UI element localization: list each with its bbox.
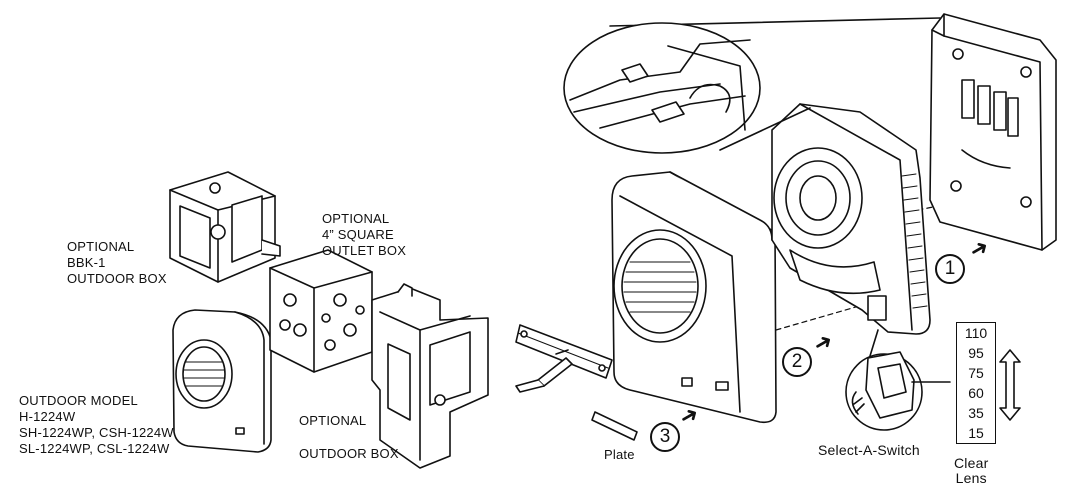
outdoor-box-label: OUTDOOR BOX [299, 446, 399, 461]
candela-value: 95 [968, 345, 984, 361]
candela-value: 60 [968, 385, 984, 401]
step-1-marker: 1 [935, 254, 965, 284]
square-box-label: OPTIONAL 4” SQUARE OUTLET BOX [322, 211, 406, 259]
optional-label: OPTIONAL [299, 413, 367, 428]
mounting-plate-drawing [929, 13, 1057, 251]
switch-direction-arrow [999, 349, 1021, 421]
clear-lens-label: Clear Lens [954, 456, 988, 486]
bbk-label-line: OUTDOOR BOX [67, 271, 167, 286]
outdoor-model-drawing [172, 309, 272, 453]
screwdriver-inset-drawing [515, 324, 613, 393]
outdoor-model-label-line: OUTDOOR MODEL [19, 393, 138, 408]
select-a-switch-label: Select-A-Switch [818, 442, 920, 458]
bbk-label-line: BBK-1 [67, 255, 106, 270]
clear-lens-label-line: Lens [955, 470, 987, 486]
plate-piece-drawing [591, 411, 638, 441]
bbk-label-line: OPTIONAL [67, 239, 135, 254]
candela-value: 110 [964, 325, 988, 341]
step-3-marker: 3 [650, 422, 680, 452]
clear-lens-label-line: Clear [954, 455, 989, 471]
main-housing-drawing [611, 171, 777, 424]
speaker-mechanism-drawing [771, 103, 931, 335]
zoom-detail-drawing [563, 17, 941, 154]
bbk-1-box-drawing [169, 171, 281, 283]
outdoor-model-label: OUTDOOR MODEL H-1224W SH-1224WP, CSH-122… [19, 393, 174, 457]
optional-outdoor-box-drawing [371, 283, 489, 469]
candela-setting-list: 110 95 75 60 35 15 [956, 322, 996, 444]
candela-value: 15 [968, 425, 984, 441]
square-box-label-line: OUTLET BOX [322, 243, 407, 258]
outdoor-model-label-line: SL-1224WP, CSL-1224W [19, 441, 170, 456]
square-box-label-line: 4” SQUARE [322, 227, 394, 242]
candela-value: 75 [968, 365, 984, 381]
square-box-label-line: OPTIONAL [322, 211, 390, 226]
step-2-marker: 2 [782, 347, 812, 377]
outdoor-model-label-line: H-1224W [19, 409, 76, 424]
select-a-switch-inset-drawing [845, 329, 951, 431]
plate-label: Plate [604, 447, 635, 462]
square-outlet-box-drawing [269, 249, 373, 373]
bbk-label: OPTIONAL BBK-1 OUTDOOR BOX [67, 239, 167, 287]
candela-value: 35 [968, 405, 984, 421]
outdoor-model-label-line: SH-1224WP, CSH-1224W [19, 425, 174, 440]
